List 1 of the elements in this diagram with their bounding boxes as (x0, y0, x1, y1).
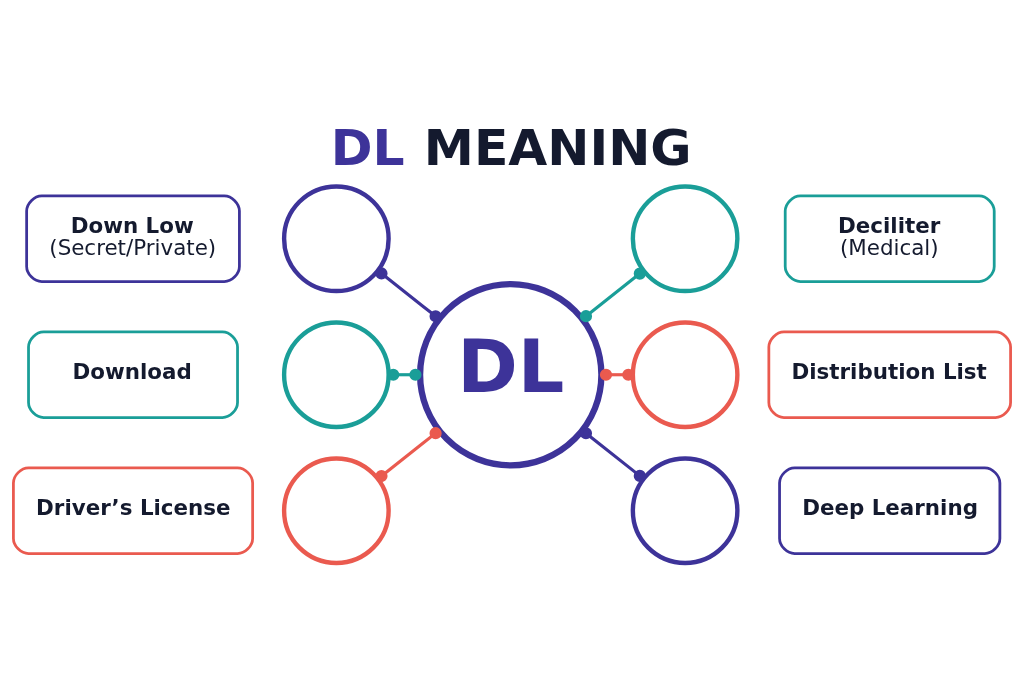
diagram-title: DL MEANING (330, 117, 692, 177)
